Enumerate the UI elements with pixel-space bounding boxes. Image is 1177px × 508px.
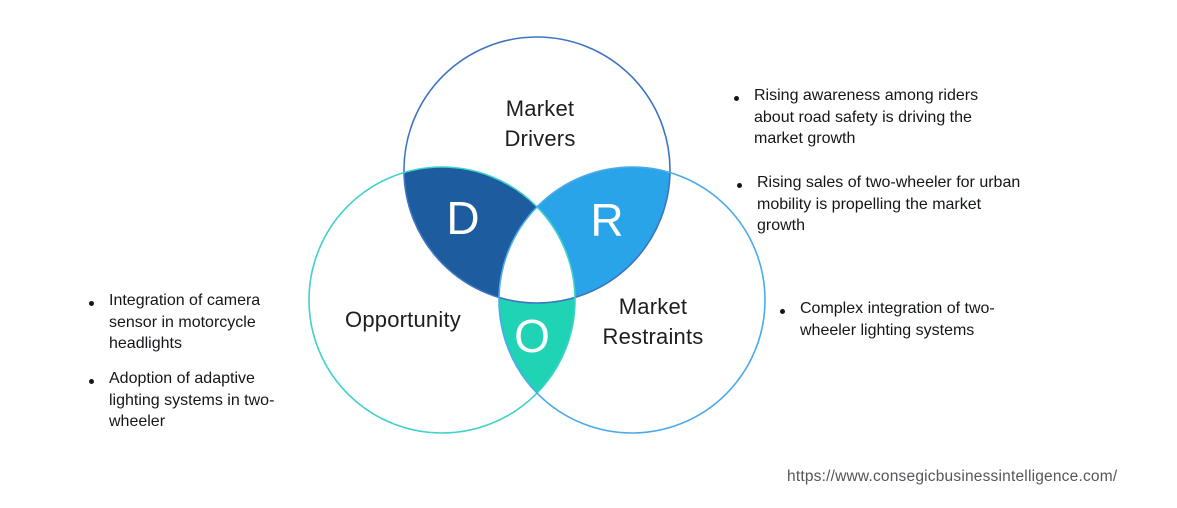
bullet-text: Complex integration of two- wheeler ligh… — [800, 300, 995, 339]
drivers-circle-outline — [403, 36, 671, 304]
bullet-rising-awareness: Rising awareness among riders about road… — [734, 85, 978, 150]
bullet-text: Rising sales of two-wheeler for urban mo… — [757, 174, 1021, 234]
bullet-camera-sensor: Integration of camera sensor in motorcyc… — [89, 290, 260, 355]
bullet-dot — [780, 309, 785, 314]
bullet-rising-sales: Rising sales of two-wheeler for urban mo… — [737, 172, 1020, 237]
bullet-text: Rising awareness among riders about road… — [754, 87, 979, 147]
bullet-text: Integration of camera sensor in motorcyc… — [109, 292, 261, 352]
bullet-dot — [89, 301, 94, 306]
label-market-restraints: Market Restraints — [602, 294, 704, 349]
opportunity-circle-outline — [308, 166, 576, 434]
bullet-adaptive-lighting: Adoption of adaptive lighting systems in… — [89, 368, 274, 433]
letter-r-restraints: R — [590, 194, 624, 246]
bullet-dot — [89, 379, 94, 384]
bullet-complex-integration: Complex integration of two- wheeler ligh… — [780, 298, 995, 341]
bullet-text: Adoption of adaptive lighting systems in… — [109, 370, 275, 430]
source-url: https://www.consegicbusinessintelligence… — [787, 468, 1118, 485]
bullet-dot — [734, 96, 739, 101]
bullet-dot — [737, 183, 742, 188]
label-opportunity: Opportunity — [345, 307, 461, 332]
letter-d-drivers: D — [446, 192, 480, 244]
label-market-drivers: Market Drivers — [504, 96, 576, 151]
restraints-circle-outline — [498, 166, 766, 434]
letter-o-opportunity: O — [514, 310, 550, 362]
